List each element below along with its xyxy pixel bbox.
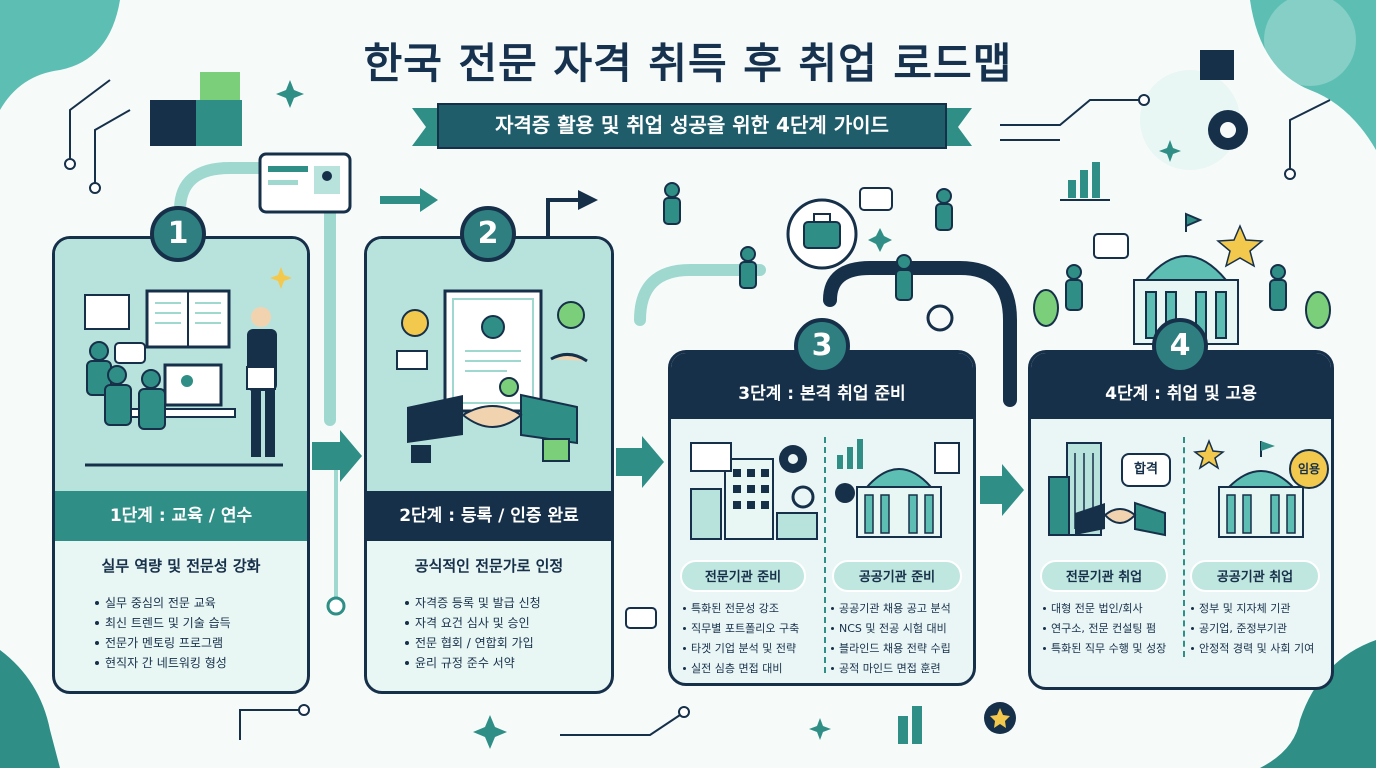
step-1-heading: 실무 역량 및 전문성 강화 <box>101 557 261 575</box>
pass-badge: 합격 <box>1121 453 1171 487</box>
list-item: 연구소, 전문 컨설팅 펌 <box>1043 619 1166 639</box>
step-3-card: 3단계 : 본격 취업 준비 <box>668 350 976 686</box>
list-item: 전문가 멘토링 프로그램 <box>95 633 231 653</box>
list-item: 전문 협회 / 연합회 가입 <box>405 633 541 653</box>
skyscraper-handshake-icon <box>1045 433 1185 541</box>
step-3-col-1-bullets: 특화된 전문성 강조 직무별 포트폴리오 구축 타겟 기업 분석 및 전략 실전… <box>683 599 799 679</box>
step-2-number: 2 <box>460 206 516 262</box>
subtitle: 자격증 활용 및 취업 성공을 위한 4단계 가이드 <box>495 113 889 137</box>
list-item: 실전 심층 면접 대비 <box>683 659 799 679</box>
certificate-handshake-icon <box>367 239 611 491</box>
list-item: 현직자 간 네트워킹 형성 <box>95 653 231 673</box>
office-building-gear-icon <box>685 433 825 541</box>
step-4-col-2-bullets: 정부 및 지자체 기관 공기업, 준정부기관 안정적 경력 및 사회 기여 <box>1191 599 1314 659</box>
government-building-chart-icon <box>829 433 969 541</box>
step-1-bullets: 실무 중심의 전문 교육 최신 트렌드 및 기술 습득 전문가 멘토링 프로그램… <box>95 593 231 673</box>
government-building-star-icon <box>1191 433 1331 541</box>
step-4-col-1-label: 전문기관 취업 <box>1040 560 1168 592</box>
step-3-number: 3 <box>794 318 850 374</box>
list-item: 최신 트렌드 및 기술 습득 <box>95 613 231 633</box>
step-2-bullets: 자격증 등록 및 발급 신청 자격 요건 심사 및 승인 전문 협회 / 연합회… <box>405 593 541 673</box>
list-item: 특화된 전문성 강조 <box>683 599 799 619</box>
appointment-badge: 임용 <box>1289 449 1329 489</box>
list-item: 대형 전문 법인/회사 <box>1043 599 1166 619</box>
classroom-training-icon <box>55 239 307 491</box>
subtitle-ribbon <box>412 103 972 149</box>
list-item: 직무별 포트폴리오 구축 <box>683 619 799 639</box>
list-item: 안정적 경력 및 사회 기여 <box>1191 639 1314 659</box>
list-item: 특화된 직무 수행 및 성장 <box>1043 639 1166 659</box>
list-item: NCS 및 전공 시험 대비 <box>831 619 951 639</box>
step-3-col-1-label: 전문기관 준비 <box>680 560 806 592</box>
step-4-number: 4 <box>1152 318 1208 374</box>
list-item: 윤리 규정 준수 서약 <box>405 653 541 673</box>
list-item: 블라인드 채용 전략 수립 <box>831 639 951 659</box>
step-2-stage-label: 2단계 : 등록 / 인증 완료 <box>367 491 611 541</box>
list-item: 타겟 기업 분석 및 전략 <box>683 639 799 659</box>
step-2-heading: 공식적인 전문가로 인정 <box>414 557 564 575</box>
list-item: 자격 요건 심사 및 승인 <box>405 613 541 633</box>
column-divider <box>824 437 826 673</box>
step-4-card: 4단계 : 취업 및 고용 합격 임용 대형 전문 법인/회사 연구소, <box>1028 350 1334 690</box>
step-1-stage-label: 1단계 : 교육 / 연수 <box>55 491 307 541</box>
list-item: 공기업, 준정부기관 <box>1191 619 1314 639</box>
step-3-col-2-bullets: 공공기관 채용 공고 분석 NCS 및 전공 시험 대비 블라인드 채용 전략 … <box>831 599 951 679</box>
step-2-card: 2단계 : 등록 / 인증 완료 공식적인 전문가로 인정 자격증 등록 및 발… <box>364 236 614 694</box>
step-4-col-1-bullets: 대형 전문 법인/회사 연구소, 전문 컨설팅 펌 특화된 직무 수행 및 성장 <box>1043 599 1166 659</box>
step-3-col-2-label: 공공기관 준비 <box>832 560 962 592</box>
column-divider <box>1183 437 1185 657</box>
list-item: 공적 마인드 면접 훈련 <box>831 659 951 679</box>
page-title: 한국 전문 자격 취득 후 취업 로드맵 <box>363 39 1013 88</box>
step-4-col-2-label: 공공기관 취업 <box>1190 560 1320 592</box>
list-item: 공공기관 채용 공고 분석 <box>831 599 951 619</box>
list-item: 실무 중심의 전문 교육 <box>95 593 231 613</box>
step-1-card: 1단계 : 교육 / 연수 실무 역량 및 전문성 강화 실무 중심의 전문 교… <box>52 236 310 694</box>
step-4-stage-label: 4단계 : 취업 및 고용 <box>1031 353 1331 419</box>
list-item: 정부 및 지자체 기관 <box>1191 599 1314 619</box>
list-item: 자격증 등록 및 발급 신청 <box>405 593 541 613</box>
step-1-number: 1 <box>150 206 206 262</box>
